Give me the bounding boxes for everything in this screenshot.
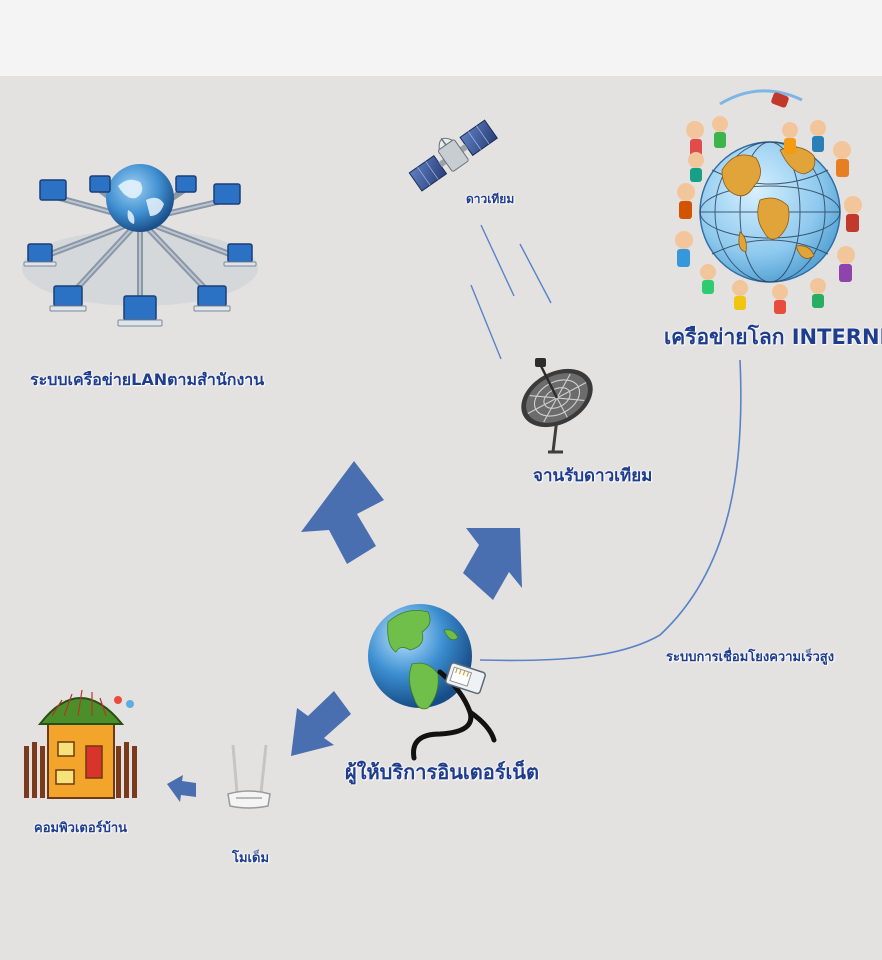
- label-satellite: ดาวเทียม: [466, 192, 515, 206]
- arrow-icon: [167, 461, 522, 802]
- label-isp: ผู้ให้บริการอินเตอร์เน็ต: [345, 760, 539, 784]
- arrow-to-home: [167, 775, 196, 802]
- world-internet-icon: [675, 89, 862, 314]
- lan-network-icon: [22, 164, 258, 327]
- label-home-computer: คอมพิวเตอร์บ้าน: [34, 821, 128, 836]
- people-ring: [675, 116, 862, 314]
- signal-lines: [470, 224, 552, 360]
- arrow-to-modem: [291, 691, 351, 756]
- satellite-dish-icon: [521, 358, 593, 454]
- high-speed-link-line: [479, 359, 742, 662]
- arrow-to-dish: [463, 528, 522, 600]
- house-icon: [24, 689, 137, 799]
- satellite-icon: [408, 119, 498, 192]
- label-lan-network: ระบบเครือข่ายLANตามสำนักงาน: [30, 370, 265, 389]
- label-satellite-dish: จานรับดาวเทียม: [533, 466, 653, 486]
- top-bar: [0, 0, 882, 76]
- label-high-speed-link: ระบบการเชื่อมโยงความเร็วสูง: [666, 650, 835, 665]
- arrow-to-lan: [301, 461, 384, 564]
- label-internet: เครือข่ายโลก INTERNET: [664, 325, 882, 349]
- modem-icon: [227, 744, 271, 809]
- label-modem: โมเด็ม: [232, 851, 270, 866]
- isp-globe-icon: [368, 604, 497, 761]
